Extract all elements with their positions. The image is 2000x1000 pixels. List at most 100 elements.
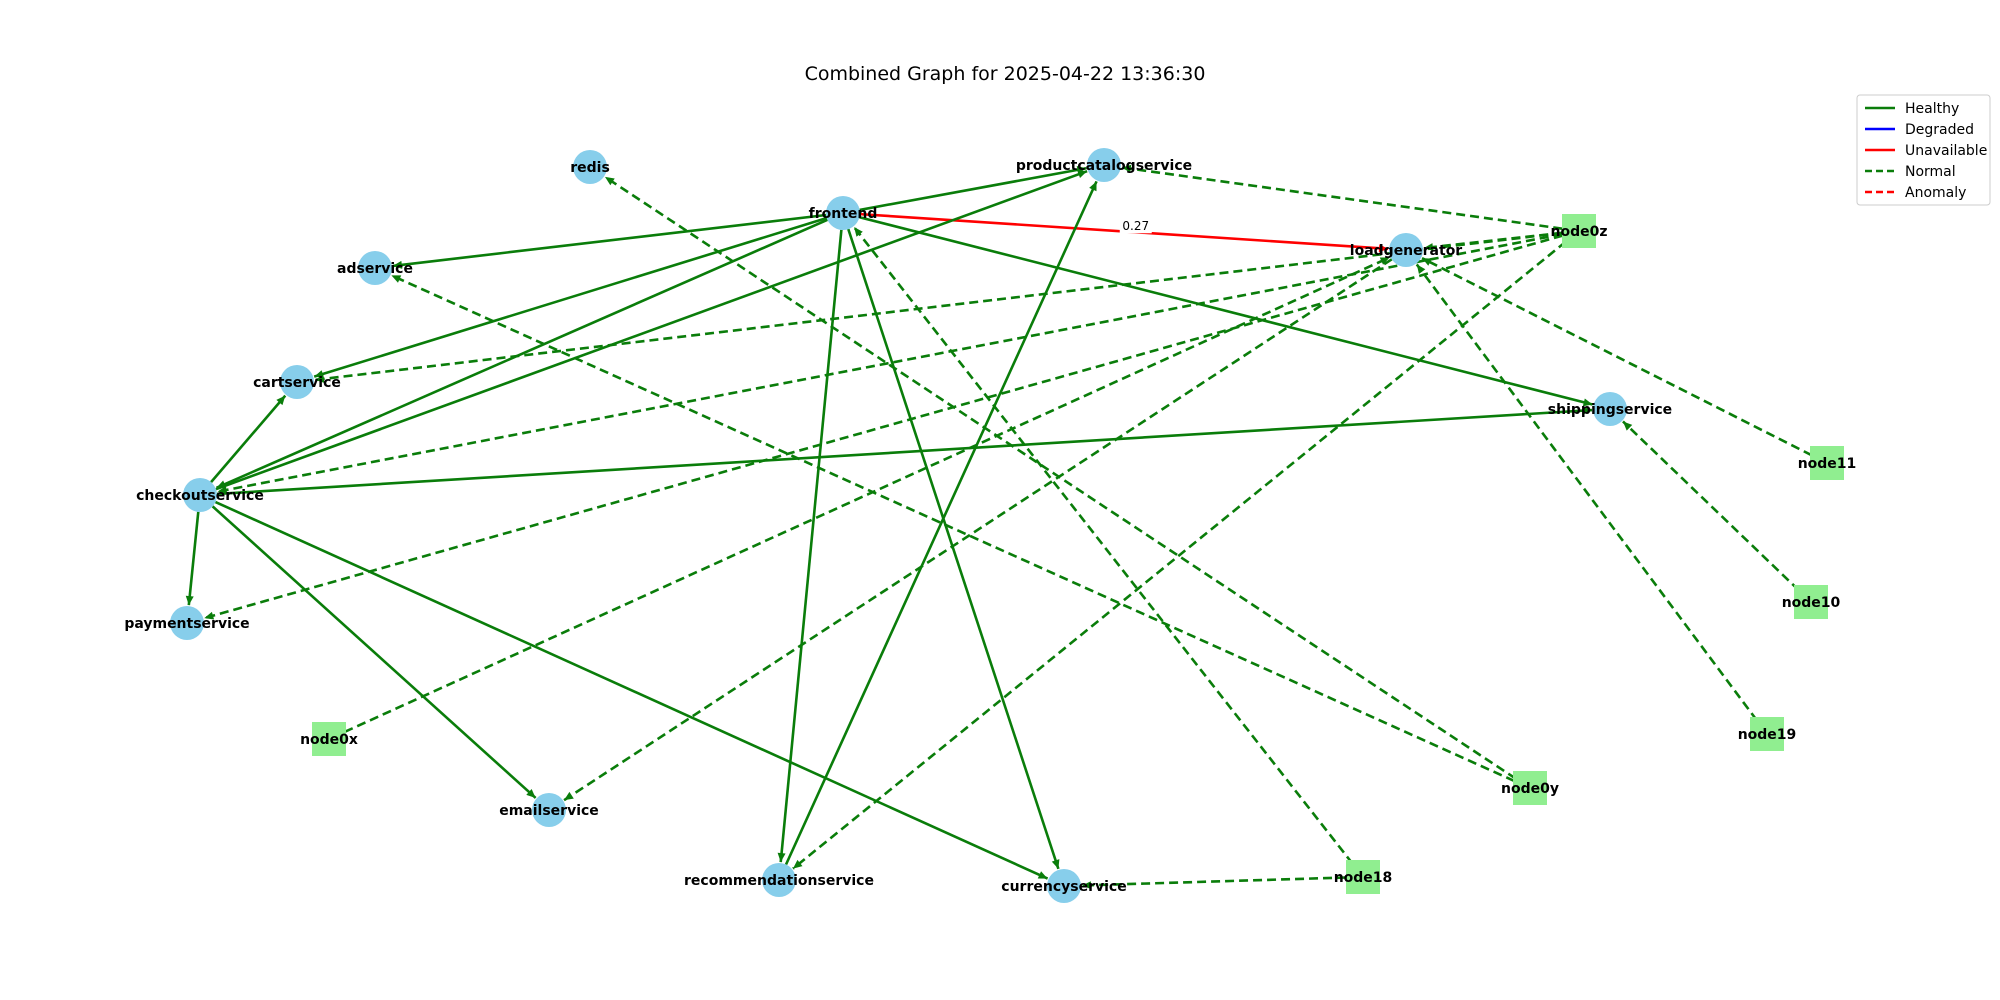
node-node0x[interactable] <box>312 722 346 756</box>
edge-arrowhead-checkoutservice-to-emailservice <box>526 788 536 798</box>
edge-label-frontend-to-loadgenerator: 0.27 <box>1122 219 1149 233</box>
edge-recommendationservice-to-productcatalogservice <box>784 180 1098 866</box>
edge-checkoutservice-to-productcatalogservice <box>215 169 1088 491</box>
edge-arrowhead-node0z-to-checkoutservice <box>217 485 228 494</box>
node-currencyservice[interactable] <box>1047 869 1081 903</box>
edge-arrowhead-node0y-to-adservice <box>391 275 402 283</box>
edge-frontend-to-recommendationservice <box>779 229 843 863</box>
edge-arrowhead-checkoutservice-to-cartservice <box>276 395 286 406</box>
node-label-frontend: frontend <box>809 206 878 222</box>
node-emailservice[interactable] <box>532 793 566 827</box>
node-node18[interactable] <box>1346 860 1380 894</box>
node-label-shippingservice: shippingservice <box>1548 402 1672 418</box>
edge-arrowhead-loadgenerator-to-emailservice <box>564 791 574 801</box>
edge-node10-to-shippingservice <box>1622 420 1800 592</box>
node-node11[interactable] <box>1810 446 1844 480</box>
edge-arrowhead-frontend-to-recommendationservice <box>777 852 786 863</box>
edge-frontend-to-productcatalogservice <box>859 166 1087 212</box>
edge-node0z-to-recommendationservice <box>792 240 1567 870</box>
node-node0y[interactable] <box>1513 771 1547 805</box>
edge-arrowhead-node18-to-frontend <box>854 227 863 237</box>
edge-checkoutservice-to-shippingservice <box>216 408 1593 496</box>
node-checkoutservice[interactable] <box>183 478 217 512</box>
legend-label-healthy: Healthy <box>1905 101 1959 117</box>
edge-checkoutservice-to-emailservice <box>211 505 537 799</box>
edge-node0z-to-checkoutservice <box>217 232 1563 493</box>
node-shippingservice[interactable] <box>1593 392 1627 426</box>
node-label-currencyservice: currencyservice <box>1001 879 1126 895</box>
edge-arrowhead-node19-to-loadgenerator <box>1416 264 1426 275</box>
edge-node18-to-currencyservice <box>1081 876 1347 887</box>
node-label-paymentservice: paymentservice <box>124 616 249 632</box>
edge-arrowhead-frontend-to-cartservice <box>314 370 324 378</box>
edge-arrowhead-checkoutservice-to-paymentservice <box>185 595 194 606</box>
node-label-checkoutservice: checkoutservice <box>136 488 264 504</box>
node-redis[interactable] <box>573 150 607 184</box>
node-label-productcatalogservice: productcatalogservice <box>1016 158 1192 174</box>
edge-node0z-to-productcatalogservice <box>1121 166 1563 230</box>
edge-arrowhead-checkoutservice-to-shippingservice <box>1582 406 1593 415</box>
node-label-loadgenerator: loadgenerator <box>1350 243 1463 259</box>
edge-node0z-to-paymentservice <box>203 234 1563 620</box>
edge-arrowhead-recommendationservice-to-productcatalogservice <box>1089 181 1097 192</box>
edge-arrowhead-node10-to-shippingservice <box>1622 421 1633 431</box>
node-label-node10: node10 <box>1782 595 1841 611</box>
edge-checkoutservice-to-currencyservice <box>214 500 1049 880</box>
edge-arrowhead-checkoutservice-to-productcatalogservice <box>1077 170 1088 179</box>
edge-arrowhead-node18-to-currencyservice <box>1081 881 1092 890</box>
legend-label-anomaly: Anomaly <box>1905 185 1966 201</box>
edge-arrowhead-node0z-to-recommendationservice <box>792 859 803 869</box>
edge-arrowhead-node11-to-loadgenerator <box>1422 258 1432 266</box>
edge-arrowhead-frontend-to-currencyservice <box>1051 859 1060 869</box>
edge-checkoutservice-to-paymentservice <box>187 511 200 606</box>
graph-title: Combined Graph for 2025-04-22 13:36:30 <box>805 63 1206 85</box>
node-node0z[interactable] <box>1562 214 1596 248</box>
node-label-node0x: node0x <box>300 732 358 748</box>
edge-node0y-to-adservice <box>390 274 1516 783</box>
node-label-node18: node18 <box>1334 870 1393 886</box>
edge-arrowhead-frontend-to-adservice <box>392 260 403 269</box>
edge-arrowhead-node0z-to-productcatalogservice <box>1121 164 1132 173</box>
nodes-layer <box>170 148 1844 903</box>
edge-arrowhead-node0x-to-loadgenerator <box>1379 257 1390 265</box>
node-productcatalogservice[interactable] <box>1087 148 1121 182</box>
edge-arrowhead-node0z-to-paymentservice <box>204 611 215 620</box>
edge-arrowhead-node0y-to-redis <box>605 176 615 186</box>
edge-node11-to-loadgenerator <box>1421 256 1813 457</box>
edge-frontend-to-checkoutservice <box>215 218 828 489</box>
edge-arrowhead-checkoutservice-to-currencyservice <box>1037 871 1048 879</box>
edge-node0z-to-loadgenerator <box>1423 231 1563 250</box>
node-node19[interactable] <box>1750 717 1784 751</box>
edge-arrowhead-node0z-to-loadgenerator <box>1423 243 1434 252</box>
legend-label-degraded: Degraded <box>1905 122 1974 138</box>
node-node10[interactable] <box>1794 585 1828 619</box>
edge-node18-to-frontend <box>853 226 1354 865</box>
edge-frontend-to-cartservice <box>313 216 828 378</box>
node-paymentservice[interactable] <box>170 606 204 640</box>
edge-node19-to-loadgenerator <box>1415 263 1758 722</box>
edge-frontend-to-shippingservice <box>859 215 1593 406</box>
node-label-node11: node11 <box>1798 456 1857 472</box>
edge-frontend-to-adservice <box>392 213 827 268</box>
node-recommendationservice[interactable] <box>762 863 796 897</box>
edge-loadgenerator-to-emailservice <box>563 258 1393 802</box>
legend-label-unavailable: Unavailable <box>1905 143 1987 159</box>
node-label-recommendationservice: recommendationservice <box>684 873 874 889</box>
edge-node0x-to-loadgenerator <box>343 256 1391 734</box>
node-cartservice[interactable] <box>280 365 314 399</box>
node-adservice[interactable] <box>358 251 392 285</box>
edges-layer: 0.27 <box>185 164 1813 890</box>
node-label-node19: node19 <box>1738 727 1797 743</box>
node-label-emailservice: emailservice <box>499 803 599 819</box>
edge-frontend-to-currencyservice <box>847 228 1060 870</box>
node-label-redis: redis <box>570 160 610 176</box>
node-frontend[interactable] <box>826 196 860 230</box>
node-loadgenerator[interactable] <box>1389 233 1423 267</box>
edge-arrowhead-node0z-to-cartservice <box>314 374 325 383</box>
node-label-cartservice: cartservice <box>253 375 341 391</box>
